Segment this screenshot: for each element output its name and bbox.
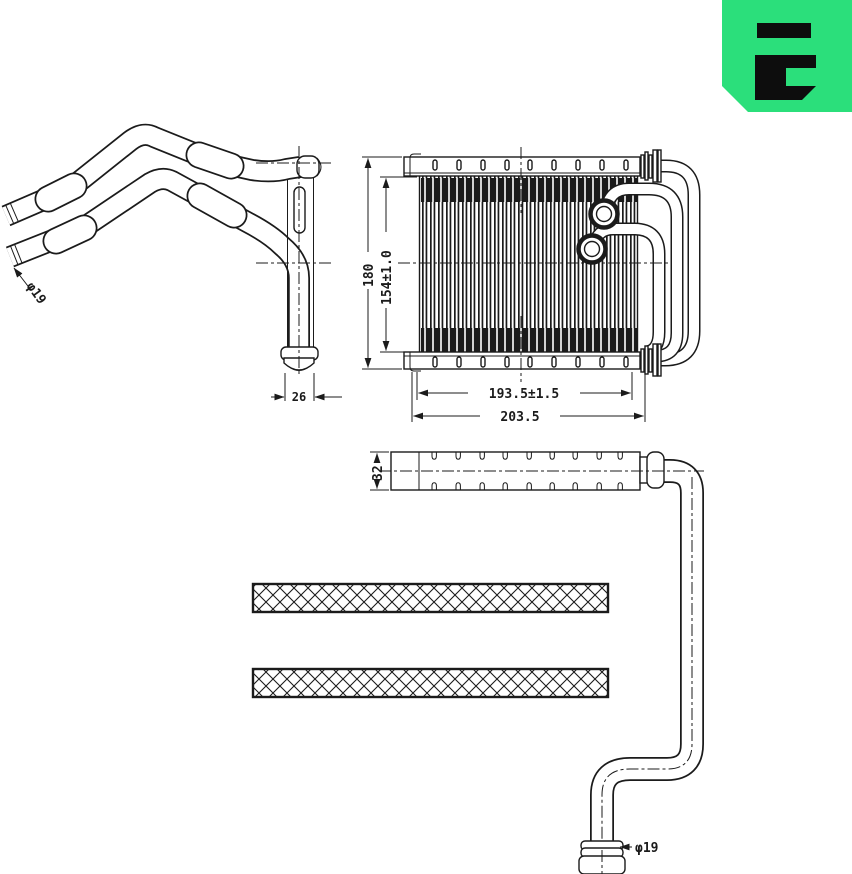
foam-seal-strips <box>251 582 610 699</box>
heater-core-side-view: 32 φ19 <box>370 451 704 874</box>
dim-core-depth: 32 <box>371 465 386 481</box>
era-logo-glyph-c <box>755 55 816 100</box>
port-upper <box>588 198 620 230</box>
dim-bracket-width: 26 <box>292 390 306 404</box>
port-lower <box>576 233 608 265</box>
header-pipe-fitting-bottom <box>640 343 662 377</box>
core-bottom-fin-band <box>421 328 637 352</box>
outlet-pipe-end <box>578 840 626 874</box>
side-view-tabs <box>431 452 623 490</box>
inlet-outlet-pipes-view: φ19 26 <box>1 123 342 404</box>
era-logo-glyph-bar <box>757 23 811 38</box>
foam-seal-strip-1 <box>251 582 610 614</box>
core-top-fin-band <box>421 178 637 202</box>
header-tabs-bottom <box>432 356 629 368</box>
heater-core-front-view: 180 154±1.0 193.5±1.5 203.5 <box>362 147 701 425</box>
era-logo <box>722 0 852 112</box>
dim-pipe-diameter-bottom: φ19 <box>635 841 658 856</box>
dim-core-width: 193.5±1.5 <box>489 387 559 402</box>
header-pipe-fitting-top <box>640 149 662 183</box>
dim-overall-width: 203.5 <box>500 410 539 425</box>
header-tabs-top <box>432 159 629 171</box>
dim-overall-height: 180 <box>362 263 377 287</box>
foam-seal-strip-2 <box>251 667 610 699</box>
dim-core-height: 154±1.0 <box>380 250 395 305</box>
